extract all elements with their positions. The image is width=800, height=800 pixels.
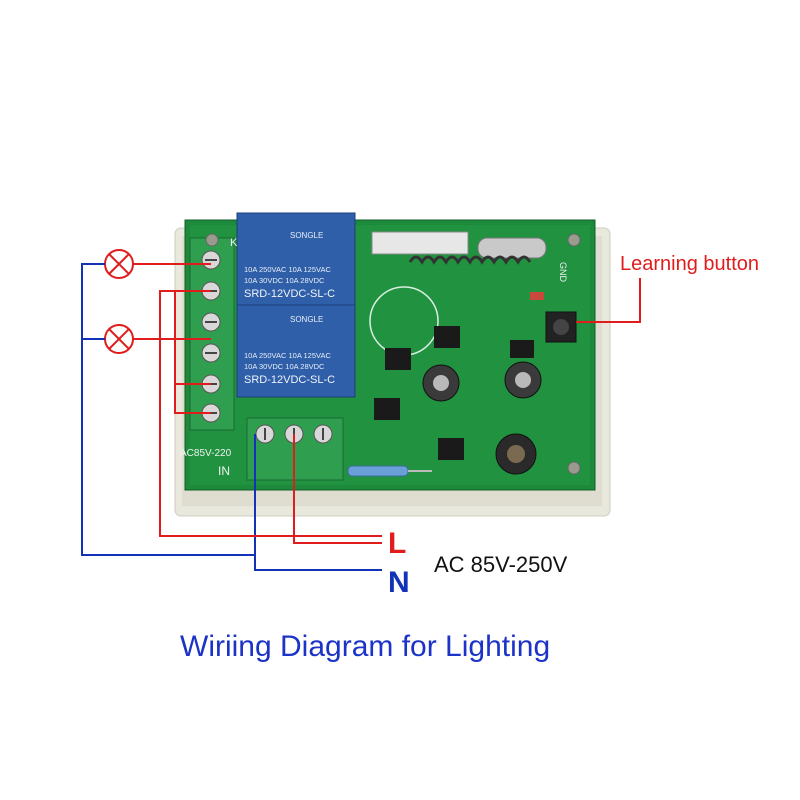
relay-2-model: SRD-12VDC-SL-C xyxy=(244,374,335,386)
lamp-icon xyxy=(104,324,134,354)
housing-screws xyxy=(205,233,581,475)
relay-1-model: SRD-12VDC-SL-C xyxy=(244,288,335,300)
relay-2-ratings-2: 10A 30VDC 10A 28VDC xyxy=(244,362,325,371)
coil-antenna xyxy=(408,255,532,265)
gnd-silk: GND xyxy=(558,262,568,283)
relay-2-brand: SONGLE xyxy=(290,315,323,324)
in-silk: IN xyxy=(218,464,230,478)
voltage-label: AC 85V-250V xyxy=(434,552,568,577)
terminal-screws-left xyxy=(201,250,221,423)
relay-1 xyxy=(236,212,356,306)
terminal-block-left xyxy=(189,237,235,431)
diagram-title: Wiriing Diagram for Lighting xyxy=(180,630,551,663)
learning-button-switch xyxy=(545,311,577,343)
resistor xyxy=(347,465,409,477)
relay-1-brand: SONGLE xyxy=(290,231,323,240)
relay-2-ratings-1: 10A 250VAC 10A 125VAC xyxy=(244,351,331,360)
relay-1-ratings-2: 10A 30VDC 10A 28VDC xyxy=(244,276,325,285)
crystal xyxy=(477,237,547,259)
learning-button-label: Learning button xyxy=(620,253,760,275)
neutral-wiring xyxy=(81,263,382,571)
relay-2 xyxy=(236,304,356,398)
line-label: L xyxy=(388,527,407,560)
rf-module xyxy=(371,231,469,255)
relay-1-ratings-1: 10A 250VAC 10A 125VAC xyxy=(244,265,331,274)
led xyxy=(530,292,544,300)
input-voltage-silk: AC85V-220 xyxy=(180,448,232,459)
neutral-label: N xyxy=(388,566,410,599)
k-silk: K xyxy=(230,237,238,249)
ic-chips xyxy=(374,326,534,460)
line-wiring xyxy=(133,263,641,544)
lamp-icon xyxy=(104,249,134,279)
